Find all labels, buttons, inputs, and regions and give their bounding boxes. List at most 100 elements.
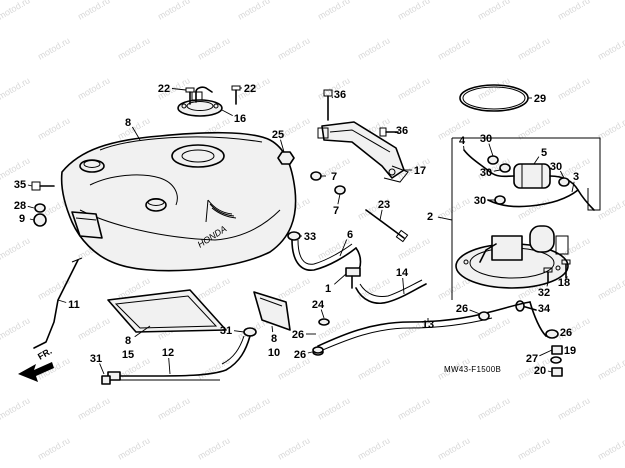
watermark-text: motod.ru: [276, 435, 312, 461]
watermark-text: motod.ru: [116, 435, 152, 461]
leader-26c: [469, 309, 481, 315]
leader-3: [571, 181, 575, 193]
watermark-text: motod.ru: [236, 0, 272, 22]
leader-30c: [559, 170, 565, 179]
leader-23: [379, 209, 383, 221]
pump-bolt: [543, 267, 553, 283]
watermark-text: motod.ru: [0, 75, 32, 101]
callout-30b: 30: [480, 167, 492, 179]
watermark-text: motod.ru: [236, 395, 272, 421]
callout-31a: 31: [220, 325, 232, 337]
leader-25: [280, 139, 285, 153]
callout-30c: 30: [550, 161, 562, 173]
watermark-text: motod.ru: [0, 315, 32, 341]
watermark-text: motod.ru: [396, 235, 432, 261]
callout-26b: 26: [292, 329, 304, 341]
leader-1: [334, 273, 347, 285]
watermark-text: motod.ru: [76, 315, 112, 341]
watermark-text: motod.ru: [476, 75, 512, 101]
leader-6: [339, 239, 348, 257]
leader-26a: [307, 351, 313, 354]
tank-prop-rod: [33, 257, 83, 349]
leader-30b: [493, 169, 501, 172]
leader-24: [320, 309, 325, 319]
watermark-text: motod.ru: [196, 275, 232, 301]
callout-24: 24: [312, 299, 325, 311]
watermark-text: motod.ru: [196, 435, 232, 461]
callout-34: 34: [538, 303, 551, 315]
fuel-filter-assembly: [451, 137, 601, 300]
watermark-text: motod.ru: [396, 0, 432, 22]
watermark-text: motod.ru: [436, 35, 472, 61]
leader-31a: [233, 330, 245, 333]
overflow-hose: [355, 279, 427, 304]
callout-2: 2: [427, 211, 433, 223]
leader-8-tank: [132, 126, 141, 141]
leader-12: [168, 357, 171, 375]
watermark-text: motod.ru: [76, 395, 112, 421]
watermark-text: motod.ru: [556, 75, 592, 101]
watermark-text: motod.ru: [476, 0, 512, 22]
watermark-text: motod.ru: [356, 355, 392, 381]
watermark-text: motod.ru: [516, 35, 552, 61]
callout-26a: 26: [294, 349, 306, 361]
leader-31b: [99, 363, 105, 375]
front-direction-label: FR.: [36, 346, 54, 362]
bottom-nut: [101, 375, 111, 385]
callout-22b: 22: [244, 83, 256, 95]
watermark-text: motod.ru: [556, 0, 592, 22]
leader-36b: [394, 131, 399, 134]
callout-19: 19: [564, 345, 576, 357]
watermark-text: motod.ru: [436, 435, 472, 461]
callout-1: 1: [325, 283, 331, 295]
watermark-text: motod.ru: [556, 395, 592, 421]
leader-28: [27, 205, 35, 209]
tank-side-plate: [253, 291, 291, 331]
leader-9: [29, 218, 35, 221]
watermark-text: motod.ru: [116, 35, 152, 61]
watermark-text: motod.ru: [596, 275, 625, 301]
callout-20: 20: [534, 365, 546, 377]
leader-27: [539, 349, 553, 357]
callout-10: 10: [268, 347, 280, 359]
watermark-text: motod.ru: [36, 35, 72, 61]
leader-36a: [331, 96, 334, 99]
callout-33: 33: [304, 231, 316, 243]
watermark-text: motod.ru: [0, 235, 32, 261]
fuel-tank: HONDA: [60, 131, 297, 272]
callout-6: 6: [347, 229, 353, 241]
callout-3: 3: [573, 171, 579, 183]
leader-8-pad: [134, 325, 151, 338]
callout-8-tank: 8: [125, 117, 131, 129]
fuel-pump-unit: [455, 225, 571, 289]
watermark-text: motod.ru: [356, 35, 392, 61]
callout-5: 5: [541, 147, 547, 159]
watermark-text: motod.ru: [156, 0, 192, 22]
callout-16: 16: [234, 113, 246, 125]
callout-14: 14: [396, 267, 409, 279]
watermark-text: motod.ru: [156, 395, 192, 421]
watermark-text: motod.ru: [596, 355, 625, 381]
callout-13: 13: [422, 319, 434, 331]
watermark-text: motod.ru: [196, 355, 232, 381]
callout-4: 4: [459, 135, 466, 147]
pump-side-hardware: [545, 329, 563, 377]
callout-leader-lines: [27, 87, 575, 375]
callout-23: 23: [378, 199, 390, 211]
callout-7b: 7: [333, 205, 339, 217]
tank-rear-bracket: [317, 121, 409, 183]
watermark-text: motod.ru: [276, 275, 312, 301]
callout-7a: 7: [331, 171, 337, 183]
callout-30a: 30: [480, 133, 492, 145]
callout-8-plate: 8: [271, 333, 277, 345]
watermark-text: motod.ru: [316, 395, 352, 421]
callout-11: 11: [68, 299, 80, 311]
leader-30a: [488, 143, 494, 157]
callout-36a: 36: [334, 89, 346, 101]
watermark-text: motod.ru: [396, 75, 432, 101]
leader-22a: [171, 88, 187, 91]
callout-8-pad: 8: [125, 335, 131, 347]
